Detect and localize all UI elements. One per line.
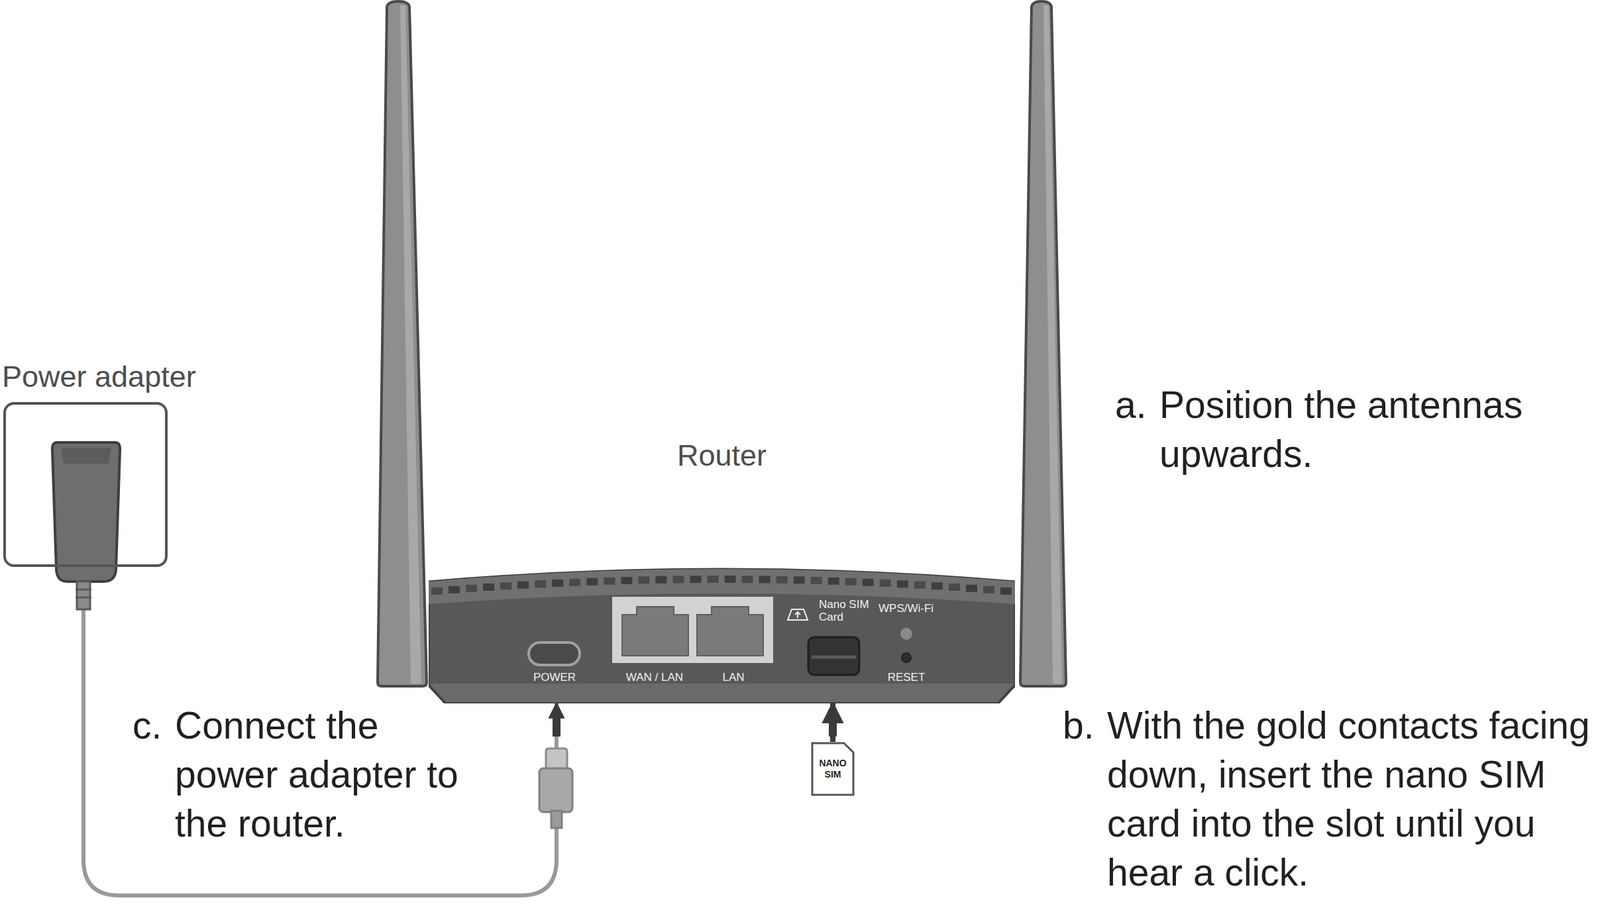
router-housing (428, 569, 1015, 704)
ethernet-port (622, 606, 689, 656)
vent (965, 585, 978, 593)
right-antenna-shade (1043, 5, 1063, 684)
step-letter: c. (132, 700, 162, 750)
port-label: LAN (722, 671, 745, 684)
adapter-node: Power adapter (3, 402, 168, 568)
vent (465, 585, 478, 593)
node-heading: Power adapter (1, 359, 197, 395)
vent (879, 579, 892, 587)
port-label: WPS/Wi-Fi (878, 602, 934, 615)
sim-slot-line (811, 655, 856, 660)
ethernet-panel (612, 596, 774, 664)
ethernet-port (696, 606, 764, 656)
left-antenna-shade (400, 5, 422, 684)
sim-node: NANO SIM (810, 742, 855, 797)
vent (500, 582, 512, 590)
vent (517, 581, 529, 589)
step-text: Connect the power adapter to the router. (174, 700, 460, 849)
port-label: RESET (887, 671, 926, 684)
vent (810, 577, 823, 585)
vent (724, 575, 737, 584)
vent (448, 586, 460, 594)
vent (948, 583, 960, 591)
sim-label: NANO SIM (815, 757, 851, 781)
usb-c-plug (539, 768, 573, 813)
adapter-plug-shade (60, 447, 112, 464)
step-letter: a. (1115, 380, 1147, 430)
vent (706, 575, 719, 584)
left-antenna (377, 1, 427, 687)
vent (828, 577, 840, 586)
strain-ring (75, 588, 92, 591)
step-letter: b. (1062, 700, 1095, 750)
vent (689, 575, 701, 584)
step-text: Position the antennas upwards. (1159, 380, 1584, 479)
strain-ring (75, 596, 92, 599)
port-label: WAN / LAN (626, 671, 684, 684)
arrow-shaft (552, 718, 561, 737)
vent (931, 582, 943, 590)
usb-strain-relief (551, 810, 562, 829)
power-port (528, 642, 580, 666)
adapter-plug (52, 442, 120, 582)
vent (742, 575, 754, 584)
sim-text-wrap: NANO SIM (810, 742, 855, 797)
vent (1000, 587, 1012, 595)
step-text: With the gold contacts facing down, inse… (1107, 700, 1597, 898)
vent (897, 580, 909, 588)
vent (862, 579, 874, 587)
sim-icon (787, 609, 808, 621)
vent (482, 583, 495, 591)
wps-led (900, 628, 913, 640)
vent (620, 577, 633, 585)
sim-icon-arrow (795, 612, 801, 619)
vent (793, 576, 805, 584)
router-base (429, 683, 1014, 703)
vent (586, 578, 598, 586)
vent (672, 575, 684, 584)
vent (603, 577, 615, 586)
vent (914, 581, 926, 589)
vent (551, 579, 564, 587)
strain-relief (76, 581, 91, 610)
sim-slot (808, 637, 860, 676)
router-body (428, 556, 1015, 704)
vent (776, 576, 788, 584)
node-heading: Router (428, 438, 1015, 474)
vent (983, 586, 995, 594)
arrow-shaft (828, 718, 837, 737)
vent (638, 576, 650, 584)
vent (845, 578, 857, 586)
right-antenna (1020, 1, 1067, 687)
port-label: Nano SIM Card (818, 598, 874, 624)
vent (534, 580, 546, 588)
vent (655, 576, 667, 584)
router-node: Router (428, 556, 1015, 704)
vent (569, 579, 581, 587)
reset-hole (901, 653, 911, 663)
port-label: POWER (533, 671, 576, 684)
vent (431, 587, 443, 595)
vent (759, 575, 771, 584)
